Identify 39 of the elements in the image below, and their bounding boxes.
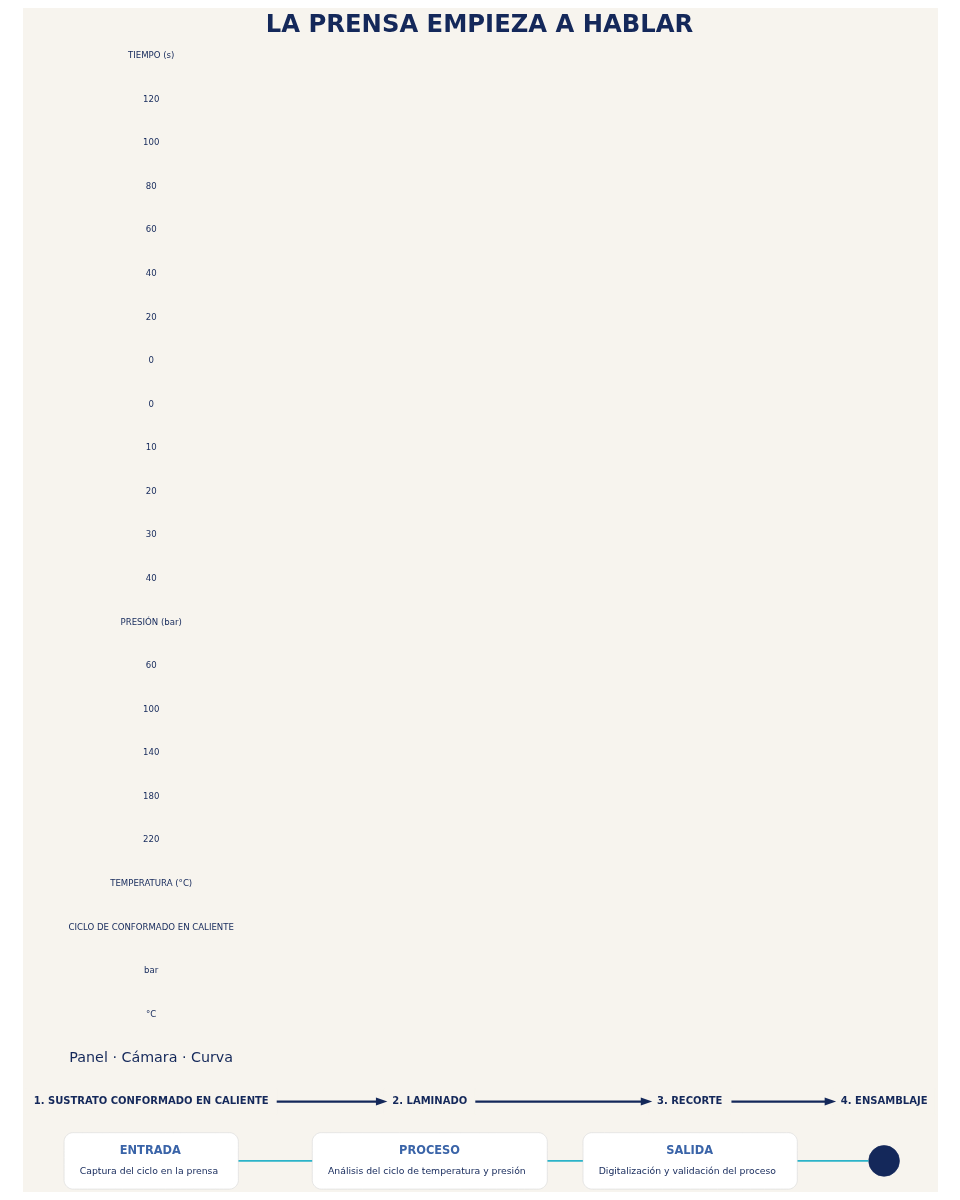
node-circle bbox=[867, 1145, 900, 1177]
node-text: 1. SUSTRATO CONFORMADO EN CALIENTE bbox=[33, 1094, 269, 1106]
arrow bbox=[730, 1097, 836, 1106]
label: TEMPERATURA (°C) bbox=[109, 877, 192, 888]
node-text: 3. RECORTE bbox=[656, 1094, 722, 1106]
label: 60 bbox=[145, 224, 157, 235]
label: 180 bbox=[142, 790, 159, 801]
label: 30 bbox=[145, 529, 157, 540]
label: °C bbox=[145, 1008, 156, 1019]
node-box: ENTRADA Captura del ciclo en la prensa bbox=[63, 1132, 239, 1190]
label: Panel · Cámara · Curva bbox=[68, 1048, 233, 1065]
label: TIEMPO (s) bbox=[127, 50, 174, 61]
label: 20 bbox=[145, 485, 157, 496]
connector bbox=[796, 1160, 869, 1162]
node-text: 4. ENSAMBLAJE bbox=[840, 1094, 927, 1106]
diagram-title: LA PRENSA EMPIEZA A HABLAR bbox=[265, 9, 693, 39]
node-box: PROCESO Análisis del ciclo de temperatura y presión bbox=[311, 1132, 548, 1190]
connector bbox=[237, 1160, 313, 1162]
label: 80 bbox=[145, 180, 157, 191]
label: 120 bbox=[142, 93, 159, 104]
arrow bbox=[276, 1097, 387, 1106]
label: CICLO DE CONFORMADO EN CALIENTE bbox=[68, 921, 234, 932]
label: PRESIÓN (bar) bbox=[120, 616, 182, 627]
label: 100 bbox=[142, 137, 159, 148]
label: 40 bbox=[145, 267, 157, 278]
label: 0 bbox=[147, 398, 154, 409]
label: 60 bbox=[145, 660, 157, 671]
label: 40 bbox=[145, 572, 157, 583]
connector bbox=[546, 1160, 584, 1162]
label: 140 bbox=[142, 747, 159, 758]
node-box: SALIDA Digitalización y validación del proceso bbox=[582, 1132, 798, 1190]
label: 100 bbox=[142, 703, 159, 714]
label: 220 bbox=[142, 834, 159, 845]
label: 0 bbox=[147, 355, 154, 366]
label: 10 bbox=[145, 442, 157, 453]
label: bar bbox=[143, 965, 158, 976]
arrow bbox=[474, 1097, 652, 1106]
label: 20 bbox=[145, 311, 157, 322]
node-text: 2. LAMINADO bbox=[391, 1094, 467, 1106]
